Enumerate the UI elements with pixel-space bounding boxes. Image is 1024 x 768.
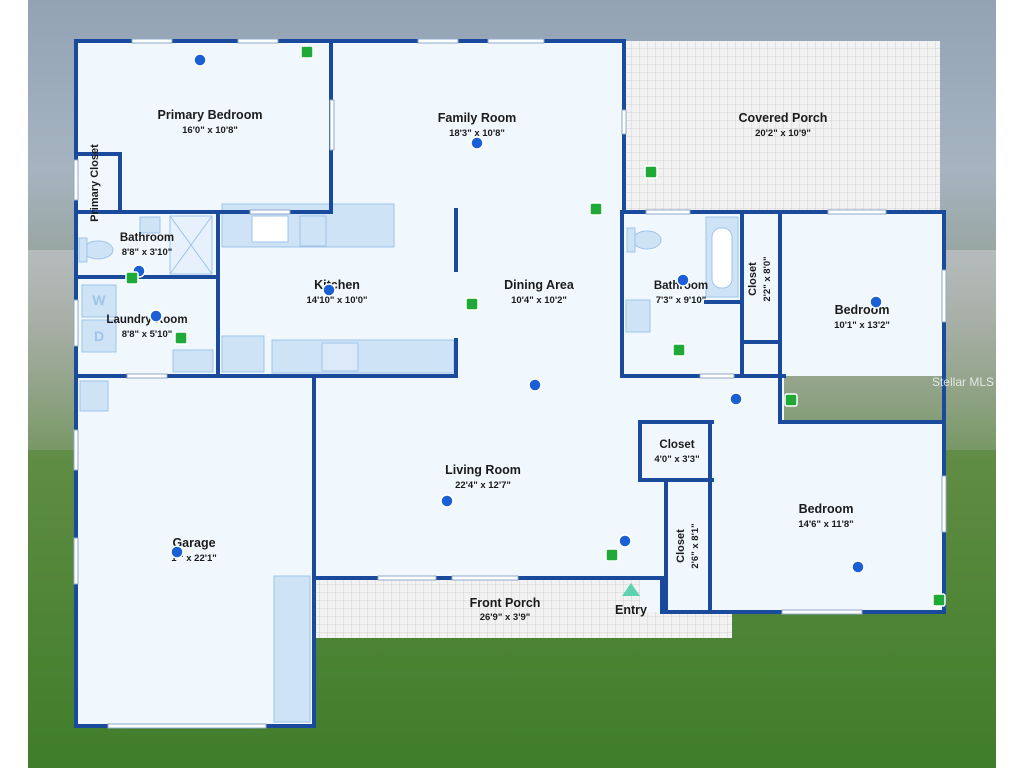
closet-vertical-1-label: Closet <box>747 262 759 296</box>
family-room-label: Family Room <box>438 111 517 125</box>
windows <box>73 38 947 729</box>
marker-dot[interactable] <box>149 309 163 323</box>
watermark: Stellar MLS <box>931 375 994 389</box>
primary-bedroom-label: Primary Bedroom <box>158 108 263 122</box>
bedroom-2-dim: 14'6" x 11'8" <box>798 519 853 530</box>
marker-square[interactable] <box>932 593 946 607</box>
primary-bedroom-dim: 16'0" x 10'8" <box>182 125 238 136</box>
laundry-room-label: Laundry Room <box>106 314 187 326</box>
marker-dot[interactable] <box>322 283 336 297</box>
marker-dot[interactable] <box>618 534 632 548</box>
closet-vertical-2-label: Closet <box>675 529 687 563</box>
marker-square[interactable] <box>174 331 188 345</box>
kitchen-label: Kitchen <box>314 278 360 292</box>
covered-porch-floor <box>624 41 940 212</box>
marker-dot[interactable] <box>440 494 454 508</box>
entry-arrow-icon <box>622 583 640 596</box>
marker-square[interactable] <box>125 271 139 285</box>
closet-vertical-2-dim: 2'6" x 8'1" <box>690 523 701 568</box>
kitchen-dim: 14'10" x 10'0" <box>306 295 367 306</box>
blue-markers <box>132 53 883 574</box>
closet-small-label: Closet <box>659 439 694 451</box>
room-labels: Primary Bedroom 16'0" x 10'8" Primary Cl… <box>89 108 890 623</box>
bathroom-1-dim: 8'8" x 3'10" <box>122 247 173 258</box>
bathroom-1-label: Bathroom <box>120 232 174 244</box>
dining-area-dim: 10'4" x 10'2" <box>511 295 567 306</box>
covered-porch-dim: 20'2" x 10'9" <box>755 128 811 139</box>
fixtures <box>78 203 739 723</box>
marker-square[interactable] <box>644 165 658 179</box>
marker-square[interactable] <box>784 393 798 407</box>
marker-square[interactable] <box>465 297 479 311</box>
bedroom-2-label: Bedroom <box>799 502 854 516</box>
bathroom-2-dim: 7'3" x 9'10" <box>656 295 707 306</box>
living-room-label: Living Room <box>445 463 521 477</box>
covered-porch-label: Covered Porch <box>739 111 828 125</box>
primary-closet-label: Primary Closet <box>89 144 101 222</box>
marker-square[interactable] <box>589 202 603 216</box>
marker-dot[interactable] <box>170 545 184 559</box>
front-porch-dim: 26'9" x 3'9" <box>480 612 531 623</box>
marker-dot[interactable] <box>729 392 743 406</box>
marker-square[interactable] <box>605 548 619 562</box>
entry-label: Entry <box>615 603 647 617</box>
closet-vertical-1-dim: 2'2" x 8'0" <box>762 256 773 301</box>
green-markers <box>125 45 946 607</box>
marker-dot[interactable] <box>193 53 207 67</box>
family-room-dim: 18'3" x 10'8" <box>449 128 505 139</box>
laundry-room-dim: 8'8" x 5'10" <box>122 329 173 340</box>
living-room-dim: 22'4" x 12'7" <box>455 480 511 491</box>
closet-small-dim: 4'0" x 3'3" <box>654 454 699 465</box>
garage-label: Garage <box>172 536 215 550</box>
washer-label: W <box>92 292 106 308</box>
bedroom-1-dim: 10'1" x 13'2" <box>834 320 890 331</box>
marker-dot[interactable] <box>851 560 865 574</box>
marker-square[interactable] <box>672 343 686 357</box>
marker-dot[interactable] <box>470 136 484 150</box>
dining-area-label: Dining Area <box>504 278 575 292</box>
marker-dot[interactable] <box>869 295 883 309</box>
dryer-label: D <box>94 328 104 344</box>
floor-fills <box>76 41 944 726</box>
marker-dot[interactable] <box>676 273 690 287</box>
marker-square[interactable] <box>300 45 314 59</box>
garage-dim: 1 " x 22'1" <box>171 553 217 564</box>
marker-dot[interactable] <box>528 378 542 392</box>
front-porch-label: Front Porch <box>470 596 541 610</box>
